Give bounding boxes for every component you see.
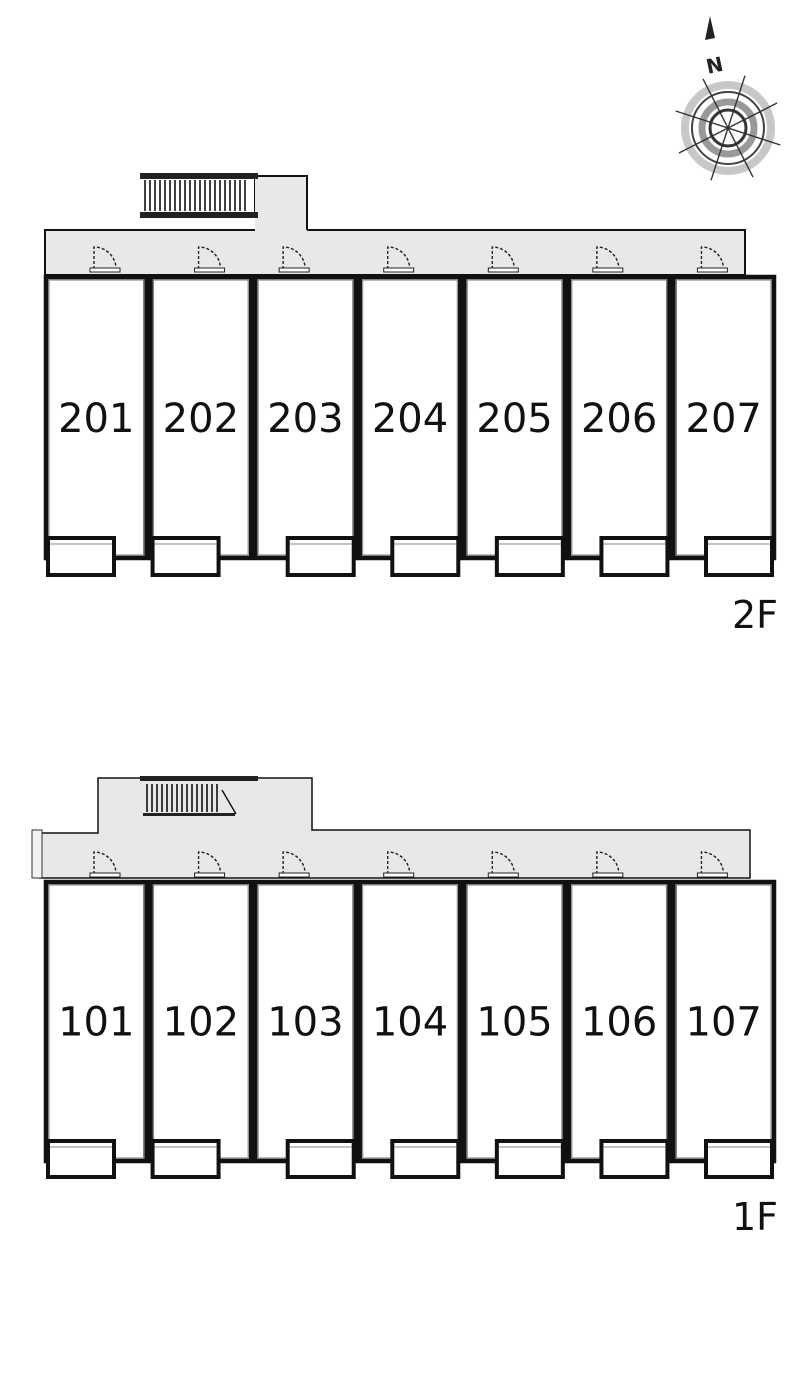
door-icon xyxy=(278,851,310,878)
unit-outline xyxy=(357,879,463,1164)
door-icon xyxy=(487,246,519,273)
door-icon xyxy=(696,246,728,273)
floor-label: 2F xyxy=(732,593,778,637)
unit-number: 201 xyxy=(58,396,134,442)
unit-number: 106 xyxy=(581,1000,657,1046)
door-icon xyxy=(194,246,226,273)
unit-206: 206 xyxy=(566,246,672,577)
unit-number: 103 xyxy=(267,1000,343,1046)
unit-outline xyxy=(252,274,358,561)
balcony xyxy=(494,1139,565,1179)
door-icon xyxy=(278,246,310,273)
unit-101: 101 xyxy=(43,851,149,1179)
unit-105: 105 xyxy=(462,851,568,1179)
unit-outline xyxy=(43,879,149,1164)
unit-107: 107 xyxy=(671,851,777,1179)
balcony xyxy=(390,1139,461,1179)
floor-plan-2F: 201 202 203 204 205 206 207 2F xyxy=(43,173,778,637)
unit-207: 207 xyxy=(671,246,777,577)
unit-outline xyxy=(43,274,149,561)
north-label: N xyxy=(704,52,725,79)
stairs xyxy=(140,173,258,218)
floor-label: 1F xyxy=(732,1195,778,1239)
stairs xyxy=(140,776,258,816)
unit-number: 206 xyxy=(581,396,657,442)
balcony xyxy=(150,1139,221,1179)
unit-202: 202 xyxy=(148,246,254,577)
unit-outline xyxy=(462,274,568,561)
door-icon xyxy=(487,851,519,878)
door-icon xyxy=(89,851,121,878)
unit-number: 202 xyxy=(163,396,239,442)
unit-201: 201 xyxy=(43,246,149,577)
north-arrow-icon xyxy=(705,16,715,40)
unit-number: 105 xyxy=(476,1000,552,1046)
unit-outline xyxy=(671,879,777,1164)
balcony xyxy=(285,1139,356,1179)
floor-plan-1F: 101 102 103 104 105 106 107 1F xyxy=(31,776,778,1239)
door-icon xyxy=(89,246,121,273)
unit-205: 205 xyxy=(462,246,568,577)
compass-line xyxy=(702,78,754,178)
unit-number: 107 xyxy=(686,1000,762,1046)
unit-106: 106 xyxy=(566,851,672,1179)
unit-204: 204 xyxy=(357,246,463,577)
door-icon xyxy=(696,851,728,878)
unit-number: 102 xyxy=(163,1000,239,1046)
balcony xyxy=(704,1139,774,1179)
unit-number: 204 xyxy=(372,396,448,442)
unit-number: 104 xyxy=(372,1000,448,1046)
unit-104: 104 xyxy=(357,851,463,1179)
unit-outline xyxy=(671,274,777,561)
unit-number: 203 xyxy=(267,396,343,442)
door-icon xyxy=(592,851,624,878)
unit-number: 205 xyxy=(476,396,552,442)
balcony xyxy=(599,1139,670,1179)
unit-103: 103 xyxy=(252,851,358,1179)
unit-outline xyxy=(148,274,254,561)
unit-number: 207 xyxy=(686,396,762,442)
balcony xyxy=(46,1139,116,1179)
unit-102: 102 xyxy=(148,851,254,1179)
unit-number: 101 xyxy=(58,1000,134,1046)
unit-outline xyxy=(462,879,568,1164)
compass-rose-icon: N xyxy=(675,16,781,181)
door-icon xyxy=(194,851,226,878)
door-icon xyxy=(383,246,415,273)
door-icon xyxy=(383,851,415,878)
door-icon xyxy=(592,246,624,273)
unit-203: 203 xyxy=(252,246,358,577)
